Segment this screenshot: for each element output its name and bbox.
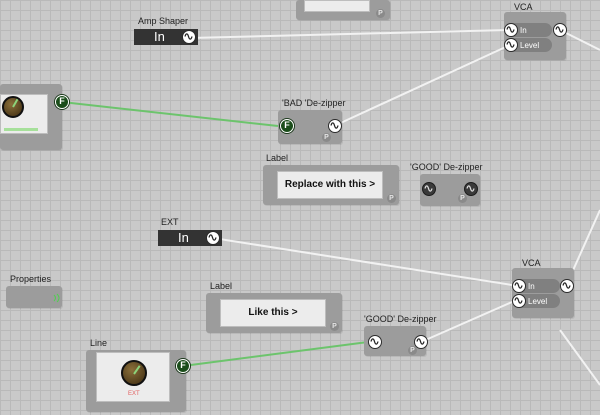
wire-good-to-vca-level[interactable]	[420, 301, 513, 343]
float-f-icon[interactable]: F	[55, 95, 69, 109]
module-title: 'GOOD' De-zipper	[410, 162, 483, 172]
patch-point-icon[interactable]: P	[387, 194, 396, 203]
patch-point-icon[interactable]: P	[408, 346, 417, 355]
module-title: Label	[210, 281, 233, 291]
label-text: Replace with this >	[284, 179, 376, 190]
module-title: VCA	[514, 2, 533, 12]
sine-wave-icon[interactable]	[504, 38, 518, 52]
level-bar	[4, 128, 38, 131]
sine-wave-icon[interactable]	[368, 335, 382, 349]
wire-bottom-right[interactable]	[559, 329, 600, 386]
patch-point-icon[interactable]: P	[458, 194, 467, 203]
sine-wave-icon[interactable]	[182, 30, 196, 44]
signal-waves-icon	[53, 293, 60, 303]
vca-in-label: In	[528, 282, 535, 291]
sine-wave-icon[interactable]	[504, 23, 518, 37]
knob-icon[interactable]	[121, 360, 147, 386]
float-f-icon[interactable]: F	[280, 119, 294, 133]
patch-point-icon[interactable]: P	[322, 133, 331, 142]
vca-in-label: In	[520, 26, 527, 35]
sine-wave-icon[interactable]	[512, 294, 526, 308]
vca-level-label: Level	[528, 297, 548, 306]
module-title: Amp Shaper	[138, 16, 189, 26]
vca-level-label: Level	[520, 41, 540, 50]
sine-wave-icon[interactable]	[422, 182, 436, 196]
wire-line-to-good[interactable]	[182, 341, 369, 367]
sine-wave-icon[interactable]	[414, 335, 428, 349]
wire-ext-to-vca[interactable]	[212, 237, 513, 286]
sine-wave-icon[interactable]	[206, 231, 220, 245]
module-title: Properties	[10, 274, 52, 284]
module-title: VCA	[522, 258, 541, 268]
wire-amp-to-vca[interactable]	[189, 29, 509, 39]
sine-wave-icon[interactable]	[328, 119, 342, 133]
wire-knob-to-bad[interactable]	[61, 101, 279, 127]
patch-point-icon[interactable]: P	[376, 9, 385, 18]
knob-sub-label: EXT	[128, 391, 140, 397]
sine-wave-icon[interactable]	[553, 23, 567, 37]
module-title: Label	[266, 153, 289, 163]
module-title: Line	[90, 338, 108, 348]
module-title: 'GOOD' De-zipper	[364, 314, 437, 324]
sine-wave-icon[interactable]	[512, 279, 526, 293]
patch-point-icon[interactable]: P	[330, 322, 339, 331]
sine-wave-icon[interactable]	[560, 279, 574, 293]
label-text: Like this >	[248, 307, 298, 318]
float-f-icon[interactable]: F	[176, 359, 190, 373]
module-title: EXT	[161, 217, 179, 227]
wire-vca-out-top[interactable]	[559, 29, 600, 51]
module-title: 'BAD 'De-zipper	[282, 98, 346, 108]
wire-bad-to-vca-level[interactable]	[333, 44, 511, 127]
sine-wave-icon[interactable]	[464, 182, 478, 196]
